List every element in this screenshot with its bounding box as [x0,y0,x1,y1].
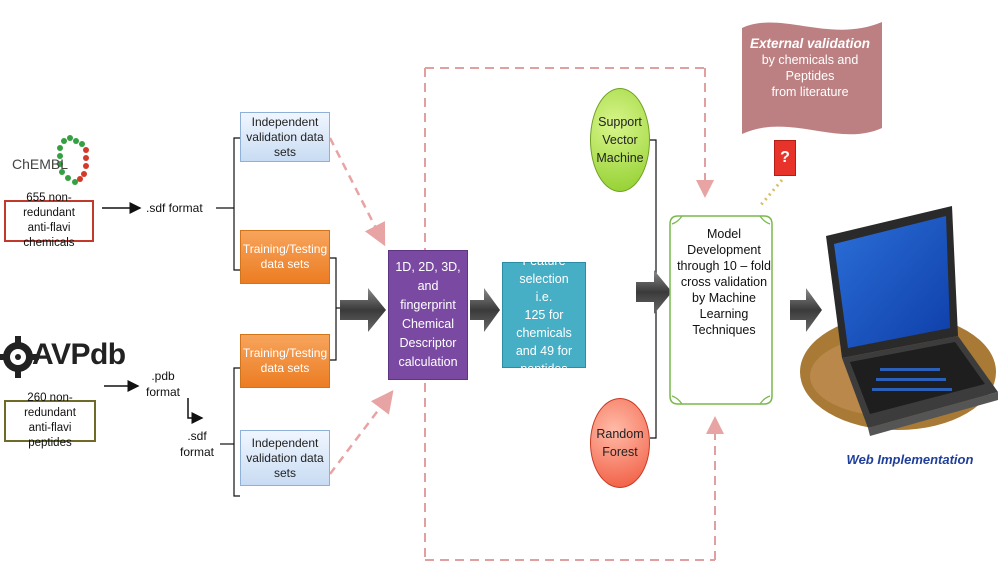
pep-validation-box: Independent validation data sets [240,430,330,486]
external-validation-banner [742,22,882,135]
avpdb-split-bracket [220,367,240,497]
svm-circle: Support Vector Machine [590,88,650,192]
avpdb-description: 260 non-redundant anti-flavi peptides [4,392,96,449]
chembl-logo-text: ChEMBL [12,156,69,172]
external-validation-title: External validation [749,36,871,51]
external-validation-body: by chemicals and Peptides from literatur… [761,53,859,99]
web-implementation-caption: Web Implementation [846,452,974,467]
pdb-to-sdf-arrow [187,398,204,424]
big-arrow-1 [340,288,386,332]
avpdb-pdb-label: .pdb format [146,369,181,399]
external-validation-text: External validation by chemicals and Pep… [744,36,876,100]
big-arrow-2 [470,288,500,332]
chem-validation-box: Independent validation data sets [240,112,330,162]
external-validation-link [758,179,784,207]
pep-training-box: Training/Testing data sets [240,334,330,388]
feature-selection-box: Feature selection i.e. 125 for chemicals… [502,254,586,376]
descriptor-box: 1D, 2D, 3D, and fingerprint Chemical Des… [388,250,468,380]
avpdb-sdf-label: .sdf format [180,429,215,459]
validation-to-descriptor-dashed [328,137,394,475]
model-development-shape [669,215,773,405]
chembl-split-bracket [216,137,240,271]
avpdb-logo-text: AVPdb [32,338,126,371]
chembl-format-label: .sdf format [146,201,203,215]
model-development-text: Model Development through 10 – fold cros… [677,227,771,337]
laptop-icon [800,206,998,436]
gear-icon [0,336,39,378]
chem-training-box: Training/Testing data sets [240,230,330,284]
chembl-description: 655 non-redundant anti-flavi chemicals [4,192,94,249]
question-mark-box: ? [774,140,796,176]
big-arrow-4 [790,288,822,332]
chembl-logo-icon [57,135,89,185]
big-arrow-3 [636,270,672,314]
random-forest-circle: Random Forest [590,398,650,488]
